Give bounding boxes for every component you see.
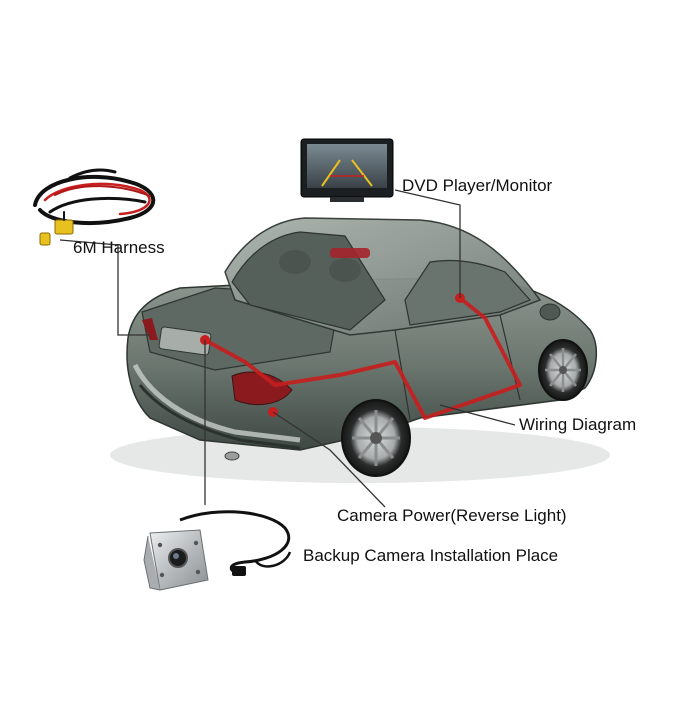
backup-camera-icon (143, 510, 292, 591)
label-camera-install: Backup Camera Installation Place (303, 546, 559, 565)
front-wheel (538, 339, 588, 401)
leader-power (272, 411, 386, 508)
label-wiring-diagram: Wiring Diagram (519, 415, 637, 434)
rear-wheel (341, 399, 411, 477)
wiring-path (204, 296, 522, 420)
label-harness: 6M Harness (73, 238, 165, 257)
harness-cable-icon (33, 168, 156, 246)
leader-harness (59, 239, 150, 336)
label-camera-power: Camera Power(Reverse Light) (337, 506, 567, 525)
label-dvd-monitor: DVD Player/Monitor (402, 176, 553, 195)
car-illustration (126, 217, 598, 461)
leader-wiring (439, 404, 516, 426)
leader-monitor (394, 189, 461, 298)
dvd-monitor-icon (300, 138, 394, 202)
